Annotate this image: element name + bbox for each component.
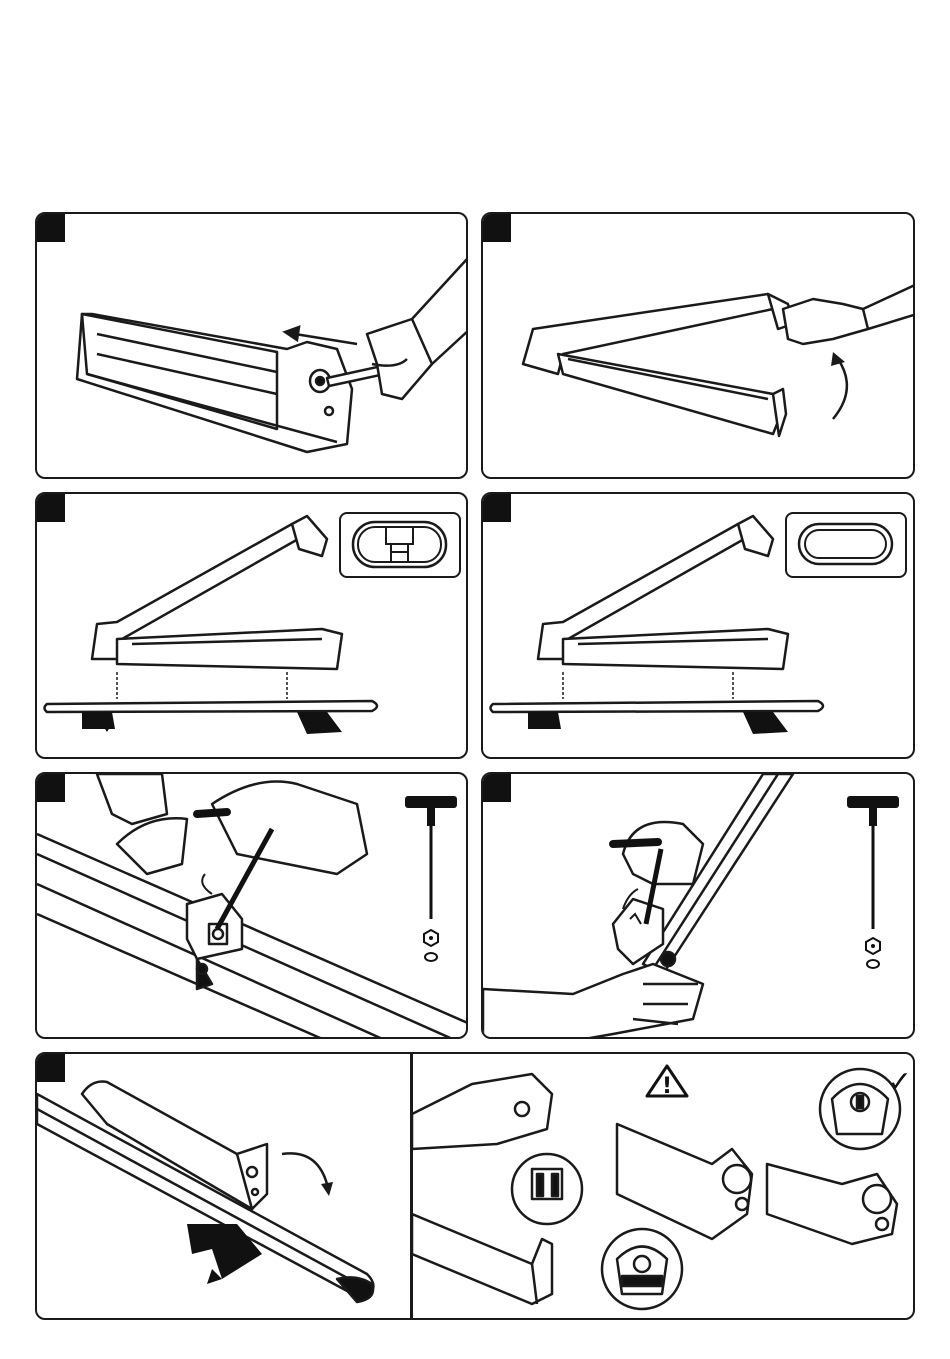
step-6-number-marker (483, 774, 511, 802)
warning-illustration: ! ✓ (412, 1054, 915, 1320)
warning-triangle-icon: ! (647, 1066, 687, 1099)
step-2-number-marker (483, 214, 511, 242)
step-6-illustration (483, 774, 915, 1039)
bottom-row-panel: ! ✓ (35, 1052, 915, 1320)
washer-icon (867, 960, 879, 968)
step-2-illustration (483, 214, 915, 479)
step-4-panel (481, 492, 915, 759)
step-3-illustration (37, 494, 468, 759)
step-4-illustration (483, 494, 915, 759)
step-2-panel (481, 212, 915, 479)
step-6-panel (481, 772, 915, 1039)
t-handle-key-icon (405, 796, 457, 919)
step-5-illustration (37, 774, 468, 1039)
arrow-icon (202, 874, 212, 894)
step-7-illustration (37, 1054, 410, 1320)
foot-clamps (82, 712, 342, 734)
step-5-number-marker (37, 774, 65, 802)
step-1-number-marker (37, 214, 65, 242)
washer-icon (425, 953, 437, 961)
step-3-panel (35, 492, 468, 759)
step-1-panel (35, 212, 468, 479)
arrow-icon (282, 1153, 327, 1184)
t-handle-key-icon (847, 796, 899, 929)
step-5-panel (35, 772, 468, 1039)
warning-symbol: ! (662, 1074, 672, 1099)
arrow-icon (833, 359, 847, 419)
step-1-illustration (37, 214, 468, 479)
arrow-icon (285, 327, 357, 344)
